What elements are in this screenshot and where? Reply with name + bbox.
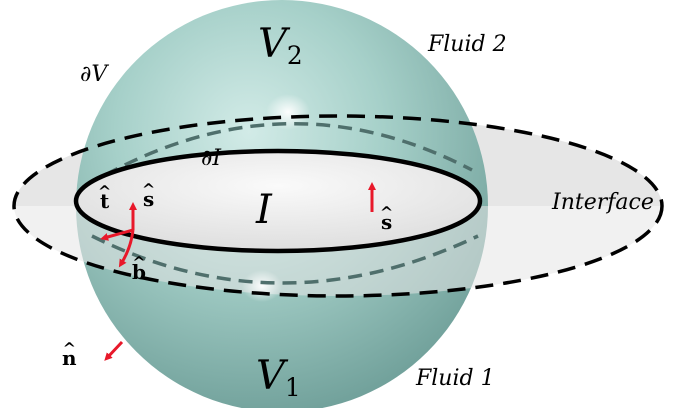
interface-region-label: I	[256, 187, 272, 233]
binormal-vector-label: b	[132, 262, 146, 282]
tangent-vector	[100, 228, 134, 241]
interface-disc	[73, 148, 483, 254]
binormal-vector	[118, 229, 135, 268]
normal-vector-label: n	[62, 348, 77, 368]
tangent-vector-label: t	[100, 191, 109, 211]
sphere-highlight-top	[266, 94, 310, 130]
dashed-equator-back	[85, 121, 473, 188]
surface-vector-right-label: s	[381, 212, 392, 232]
surface-vector-left-label: s	[143, 189, 154, 209]
fluid-top-label: Fluid 2	[428, 32, 507, 57]
interface-boundary-label: ∂I	[201, 146, 222, 171]
fluid-bottom-label: Fluid 1	[416, 366, 495, 391]
boundary-label: ∂V	[80, 62, 108, 87]
interface-label: Interface	[552, 190, 654, 215]
volume-bottom-label: V1	[256, 353, 301, 402]
normal-vector	[104, 340, 124, 361]
sphere-highlight-bottom	[242, 270, 282, 302]
volume-top-label: V2	[258, 21, 303, 70]
interface-outer-dashed	[12, 114, 664, 298]
